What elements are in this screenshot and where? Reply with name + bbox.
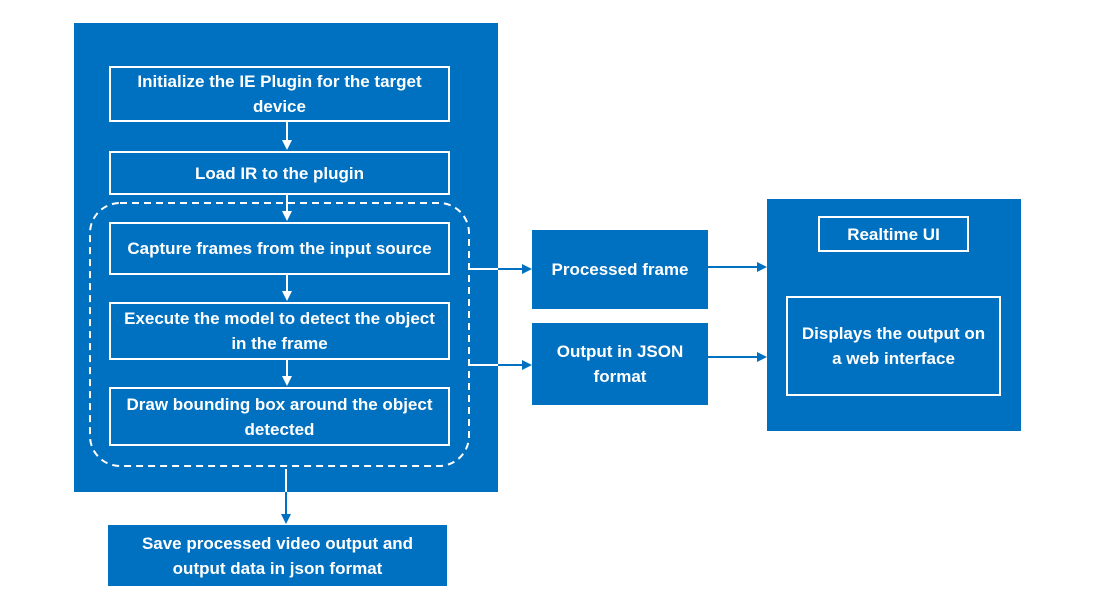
processed-frame-box: Processed frame — [532, 230, 708, 309]
json-output-box: Output in JSON format — [532, 323, 708, 405]
web-interface-box: Displays the output on a web interface — [786, 296, 1001, 396]
execute-model-step: Execute the model to detect the object i… — [109, 302, 450, 360]
load-ir-step: Load IR to the plugin — [109, 151, 450, 195]
draw-bbox-step: Draw bounding box around the object dete… — [109, 387, 450, 446]
realtime-ui-title: Realtime UI — [818, 216, 969, 252]
save-output-box: Save processed video output and output d… — [108, 525, 447, 586]
capture-frames-step: Capture frames from the input source — [109, 222, 450, 275]
init-plugin-step: Initialize the IE Plugin for the target … — [109, 66, 450, 122]
